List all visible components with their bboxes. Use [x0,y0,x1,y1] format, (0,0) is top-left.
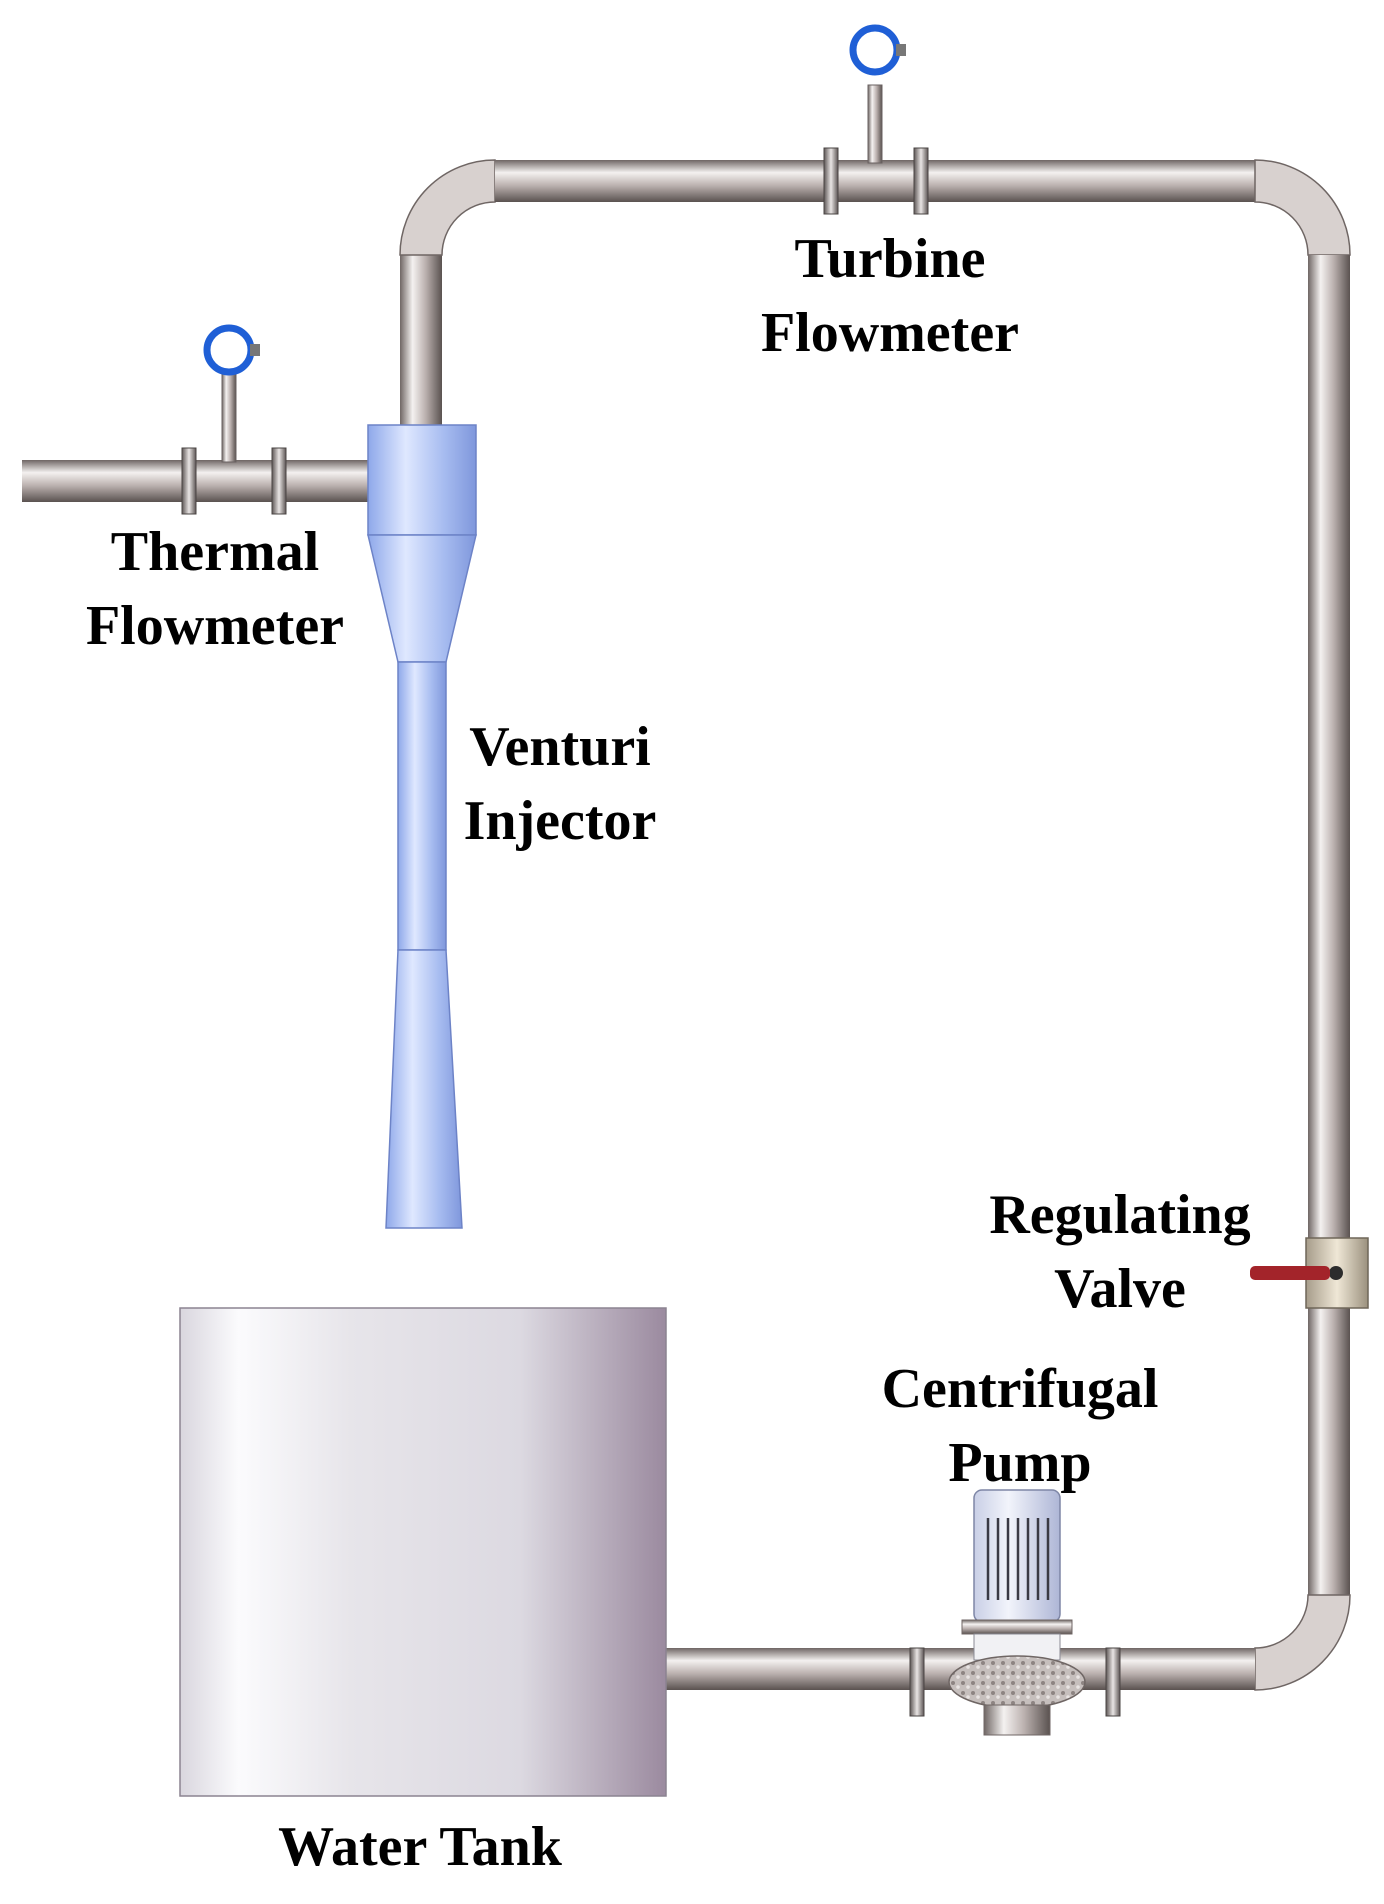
pipe-loop [22,159,1351,1691]
regulating-valve-device [1250,1237,1369,1309]
label-regulating-valve: Regulating Valve [960,1178,1280,1326]
turbine-label-line1: Turbine [794,228,986,290]
pump-label-line1: Centrifugal [881,1358,1159,1420]
pipe-top [495,160,1255,202]
pump-label-line2: Pump [948,1432,1092,1494]
venturi-label-line2: Injector [463,790,657,852]
valve-handle-icon [1250,1266,1330,1280]
thermal-label-line1: Thermal [110,521,320,583]
label-centrifugal-pump: Centrifugal Pump [860,1352,1180,1500]
pipe-left-riser [400,255,442,425]
pipe-right [1308,255,1350,1595]
turbine-label-line2: Flowmeter [760,302,1020,364]
label-turbine-flowmeter: Turbine Flowmeter [720,222,1060,370]
valve-label-line1: Regulating [989,1184,1251,1246]
pipe-elbow-top-right [1254,159,1351,256]
label-thermal-flowmeter: Thermal Flowmeter [50,515,380,663]
pipe-elbow-top-left [399,159,496,256]
label-water-tank: Water Tank [278,1816,562,1878]
pipe-elbow-bottom-right [1254,1594,1351,1691]
thermal-flowmeter-device [181,324,287,515]
water-tank-device [179,1307,667,1797]
valve-label-line2: Valve [1054,1258,1186,1320]
thermal-gauge-icon [203,324,255,376]
venturi-label-line1: Venturi [469,716,651,778]
venturi-injector-device [367,424,477,1229]
turbine-gauge-icon [849,24,901,76]
thermal-label-line2: Flowmeter [85,595,345,657]
centrifugal-pump-device [909,1489,1121,1736]
label-venturi-injector: Venturi Injector [440,710,680,858]
turbine-flowmeter-device [823,24,929,215]
